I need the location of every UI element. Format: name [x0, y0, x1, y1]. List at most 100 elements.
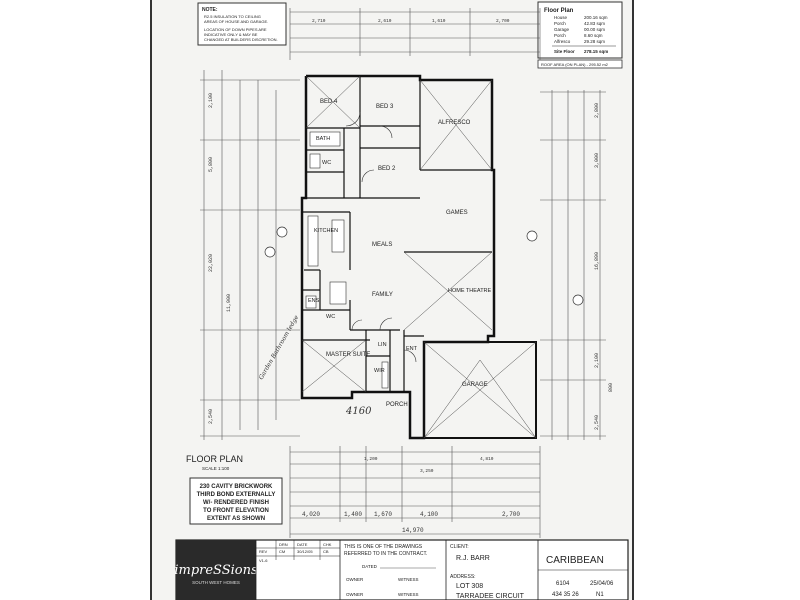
dim-label: 11,900	[226, 294, 232, 312]
ceiling-lines	[301, 75, 537, 439]
design-name: CARIBBEAN	[546, 555, 604, 566]
witness-label: WITNESS	[398, 577, 419, 582]
room-bed-4: BED 4	[320, 99, 338, 105]
notes-line: AREAS OF HOUSE AND GARAGE.	[204, 19, 268, 24]
job-number: 6104	[556, 581, 570, 587]
company-logo	[176, 540, 256, 600]
brick-note-line: EXTENT AS SHOWN	[207, 516, 265, 522]
area-label: House	[554, 15, 568, 20]
rev-header: CHK	[323, 542, 332, 547]
building-walls	[300, 74, 537, 440]
room-wc-ensuite: WC	[326, 314, 335, 320]
witness-label: WITNESS	[398, 592, 419, 597]
overall-dimension: 14,970	[402, 527, 424, 534]
dim-label: 2,540	[594, 415, 600, 430]
dim-label: 1,610	[432, 18, 446, 24]
rev-header: REV	[259, 549, 268, 554]
dim-label: 22,020	[208, 254, 214, 272]
room-bath: BATH	[316, 136, 330, 142]
notes-line: CHANGED AT BUILDERS DISCRETION.	[204, 37, 278, 42]
room-bed-3: BED 3	[376, 104, 394, 110]
brick-note-line: THIRD BOND EXTERNALLY	[197, 492, 276, 498]
room-home-theatre: HOME THEATRE	[448, 288, 492, 294]
address-label: ADDRESS:	[450, 574, 476, 580]
area-schedule-title: Floor Plan	[544, 8, 574, 14]
rev-cell: CB	[323, 549, 329, 554]
dim-label: 4,810	[480, 456, 494, 462]
address-lot: LOT 308	[456, 583, 483, 590]
dim-label: 2,100	[594, 353, 600, 368]
area-label: Site Floor	[554, 49, 575, 54]
dim-label: 5,800	[208, 157, 214, 172]
contract-note: REFERRED TO IN THE CONTRACT.	[344, 551, 427, 557]
room-wc: WC	[322, 160, 331, 166]
area-value: 29.28 sqm	[584, 39, 605, 44]
area-value: 42.83 sqm	[584, 21, 605, 26]
dim-label: 16,890	[594, 252, 600, 270]
client-name: R.J. BARR	[456, 555, 490, 562]
owner-label: OWNER	[346, 577, 364, 582]
handwritten-note: Garden Bathroom ledge	[258, 314, 301, 381]
dim-label: 2,700	[502, 511, 520, 518]
room-meals: MEALS	[372, 242, 392, 248]
dim-label: 800	[608, 383, 614, 392]
area-label: Porch	[554, 21, 566, 26]
client-label: CLIENT:	[450, 544, 469, 550]
area-schedule: Floor Plan House 200.16 sqm Porch 42.83 …	[537, 1, 623, 69]
door-swings	[345, 111, 417, 363]
room-family: FAMILY	[372, 292, 393, 298]
roof-area: ROOF AREA (ON PLAN) - 295.52 m2	[541, 62, 609, 67]
dim-label: 2,800	[594, 103, 600, 118]
left-dimensions	[200, 70, 300, 440]
rev-header: DRN	[279, 542, 288, 547]
dim-label: 2,610	[378, 18, 392, 24]
rev-cell: CM	[279, 549, 285, 554]
address-street: TARRADEE CIRCUIT	[456, 593, 525, 600]
notes-line: INDICATIVE ONLY & MAY BE	[204, 32, 258, 37]
sheet-ref: 434 35 26	[552, 592, 579, 598]
fixtures	[305, 131, 389, 389]
rev-header: DATE	[297, 542, 308, 547]
area-label: Garage	[554, 27, 570, 32]
right-dimensions	[540, 90, 606, 440]
dim-label: 1,670	[374, 511, 392, 518]
rev-cell: V1-6	[259, 558, 268, 563]
dim-label: 2,540	[208, 409, 214, 424]
room-alfresco: ALFRESCO	[438, 120, 471, 126]
dim-label: 2,700	[496, 18, 510, 24]
dim-label: 3,000	[594, 153, 600, 168]
notes-line: LOCATION OF DOWN PIPES ARE	[204, 27, 267, 32]
room-kitchen: KITCHEN	[314, 228, 338, 234]
title-block: impreSSions SOUTH WEST HOMES REV DRN DAT…	[174, 539, 629, 600]
room-porch: PORCH	[386, 402, 408, 408]
grid-marker	[264, 226, 584, 306]
dated-label: DATED	[362, 564, 378, 569]
area-value: 00.00 sqm	[584, 27, 605, 32]
area-label: Alfresco	[554, 39, 571, 44]
dim-label: 4,020	[302, 511, 320, 518]
dim-label: 1,200	[364, 456, 378, 462]
notes-title: NOTE:	[202, 7, 218, 13]
brick-note-line: 230 CAVITY BRICKWORK	[200, 484, 273, 490]
room-games: GAMES	[446, 210, 468, 216]
room-entry: ENT	[406, 346, 418, 352]
brickwork-note: 230 CAVITY BRICKWORK THIRD BOND EXTERNAL…	[189, 477, 283, 525]
room-wir: WIR	[374, 368, 385, 374]
drawing-date: 25/04/06	[590, 581, 614, 587]
scale-label: SCALE 1:100	[202, 466, 230, 471]
bottom-dimensions	[289, 446, 541, 538]
brick-note-line: W/- RENDERED FINISH	[203, 500, 269, 506]
floor-plan-label: FLOOR PLAN	[186, 454, 243, 464]
top-dimensions	[289, 8, 541, 60]
room-linen: LIN	[378, 342, 387, 348]
dim-label: 2,100	[208, 93, 214, 108]
logo-text: impreSSions	[174, 563, 258, 578]
notes-line: R2.5 INSULATION TO CEILING	[204, 14, 261, 19]
notes-box: NOTE: R2.5 INSULATION TO CEILING AREAS O…	[197, 2, 287, 46]
room-bed-2: BED 2	[378, 166, 396, 172]
dim-label: 1,400	[344, 511, 362, 518]
logo-subtitle: SOUTH WEST HOMES	[192, 580, 240, 585]
brick-note-line: TO FRONT ELEVATION	[203, 508, 269, 514]
room-garage: GARAGE	[462, 382, 488, 388]
area-label: Porch	[554, 33, 566, 38]
